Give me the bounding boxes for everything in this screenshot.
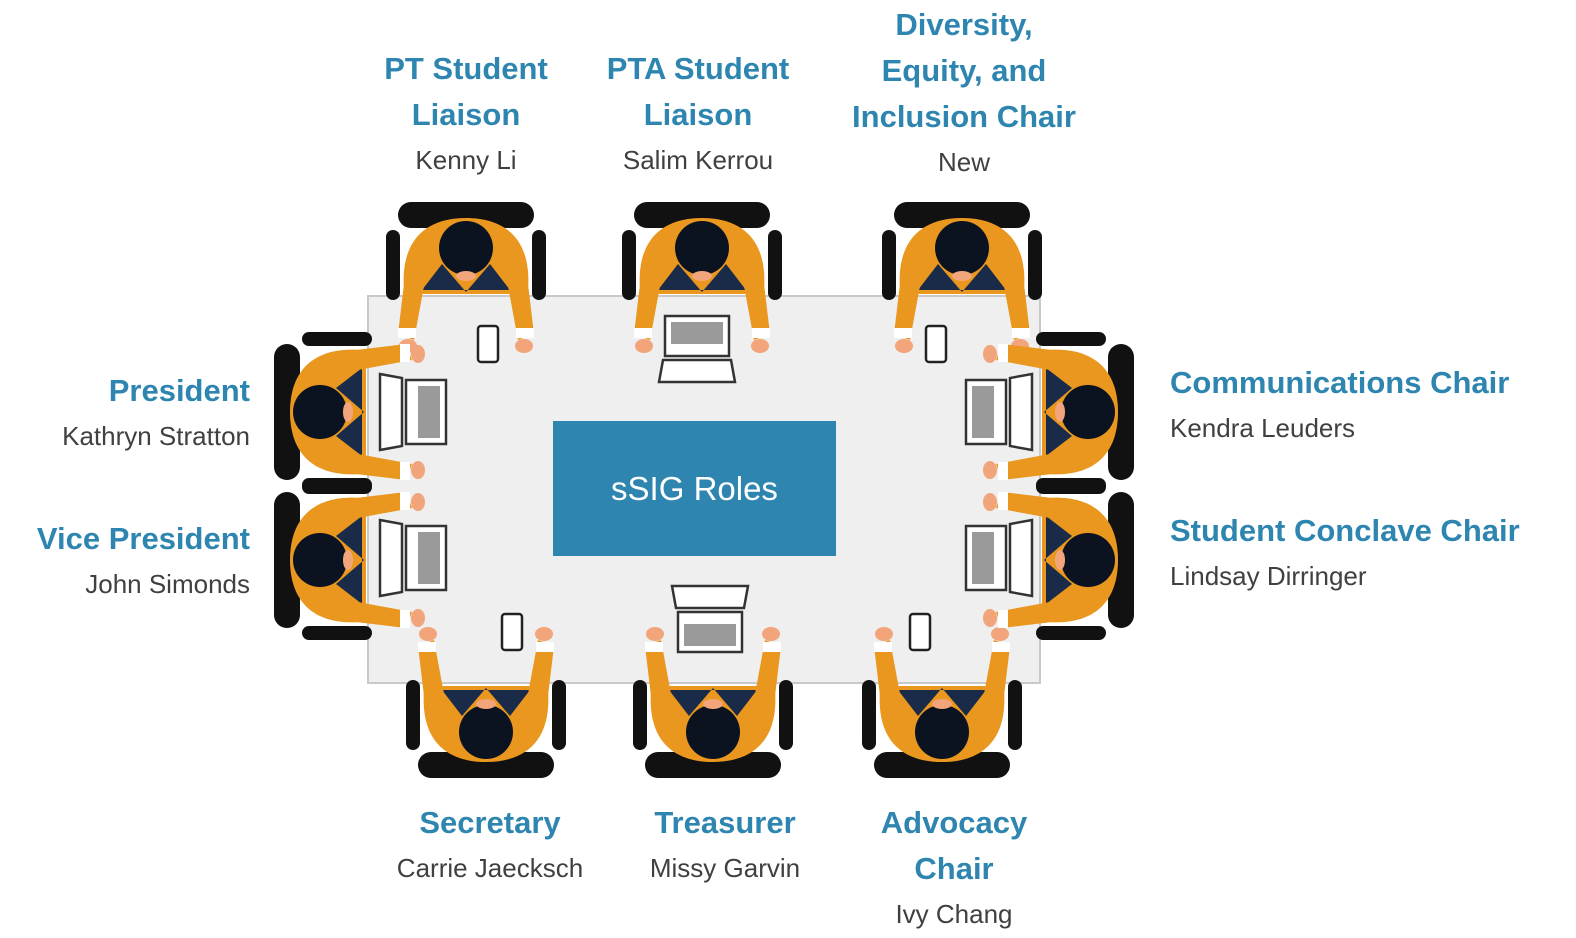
role-communications-chair: Communications Chair Kendra Leuders	[1170, 360, 1570, 450]
laptop-icon	[964, 518, 1034, 598]
role-advocacy-chair: Advocacy Chair Ivy Chang	[844, 800, 1064, 936]
role-title: Equity, and	[881, 53, 1047, 88]
role-title: Advocacy	[880, 805, 1028, 840]
role-title: Inclusion Chair	[852, 99, 1076, 134]
center-title: sSIG Roles	[611, 469, 778, 507]
role-name: Missy Garvin	[649, 853, 801, 883]
laptop-icon	[657, 314, 737, 384]
role-name: Kendra Leuders	[1170, 413, 1356, 443]
phone-icon	[908, 612, 932, 652]
role-pt-student-liaison: PT Student Liaison Kenny Li	[356, 46, 576, 182]
center-title-box: sSIG Roles	[553, 421, 836, 556]
role-pta-student-liaison: PTA Student Liaison Salim Kerrou	[584, 46, 812, 182]
role-title: Student Conclave Chair	[1170, 513, 1520, 548]
role-vice-president: Vice President John Simonds	[6, 516, 250, 606]
role-treasurer: Treasurer Missy Garvin	[620, 800, 830, 890]
role-name: Lindsay Dirringer	[1170, 561, 1367, 591]
role-title: Treasurer	[654, 805, 796, 840]
role-name: New	[937, 147, 990, 177]
role-dei-chair: Diversity, Equity, and Inclusion Chair N…	[832, 2, 1096, 184]
laptop-icon	[964, 372, 1034, 452]
role-title: Liaison	[643, 97, 753, 132]
role-name: Carrie Jaecksch	[396, 853, 584, 883]
role-title: Liaison	[411, 97, 521, 132]
role-name: John Simonds	[85, 569, 250, 599]
phone-icon	[476, 324, 500, 364]
role-name: Kenny Li	[415, 145, 517, 175]
phone-icon	[500, 612, 524, 652]
laptop-icon	[378, 372, 448, 452]
role-title: Secretary	[419, 805, 561, 840]
laptop-icon	[378, 518, 448, 598]
role-title: PTA Student	[606, 51, 790, 86]
role-name: Kathryn Stratton	[62, 421, 250, 451]
role-title: Chair	[914, 851, 994, 886]
role-secretary: Secretary Carrie Jaecksch	[370, 800, 610, 890]
role-title: Vice President	[36, 521, 250, 556]
laptop-icon	[670, 584, 750, 654]
role-title: Diversity,	[895, 7, 1033, 42]
role-title: Communications Chair	[1170, 365, 1510, 400]
phone-icon	[924, 324, 948, 364]
role-name: Salim Kerrou	[622, 145, 774, 175]
role-title: President	[108, 373, 250, 408]
role-title: PT Student	[384, 51, 548, 86]
role-student-conclave-chair: Student Conclave Chair Lindsay Dirringer	[1170, 508, 1570, 598]
role-name: Ivy Chang	[895, 899, 1013, 929]
role-president: President Kathryn Stratton	[6, 368, 250, 458]
